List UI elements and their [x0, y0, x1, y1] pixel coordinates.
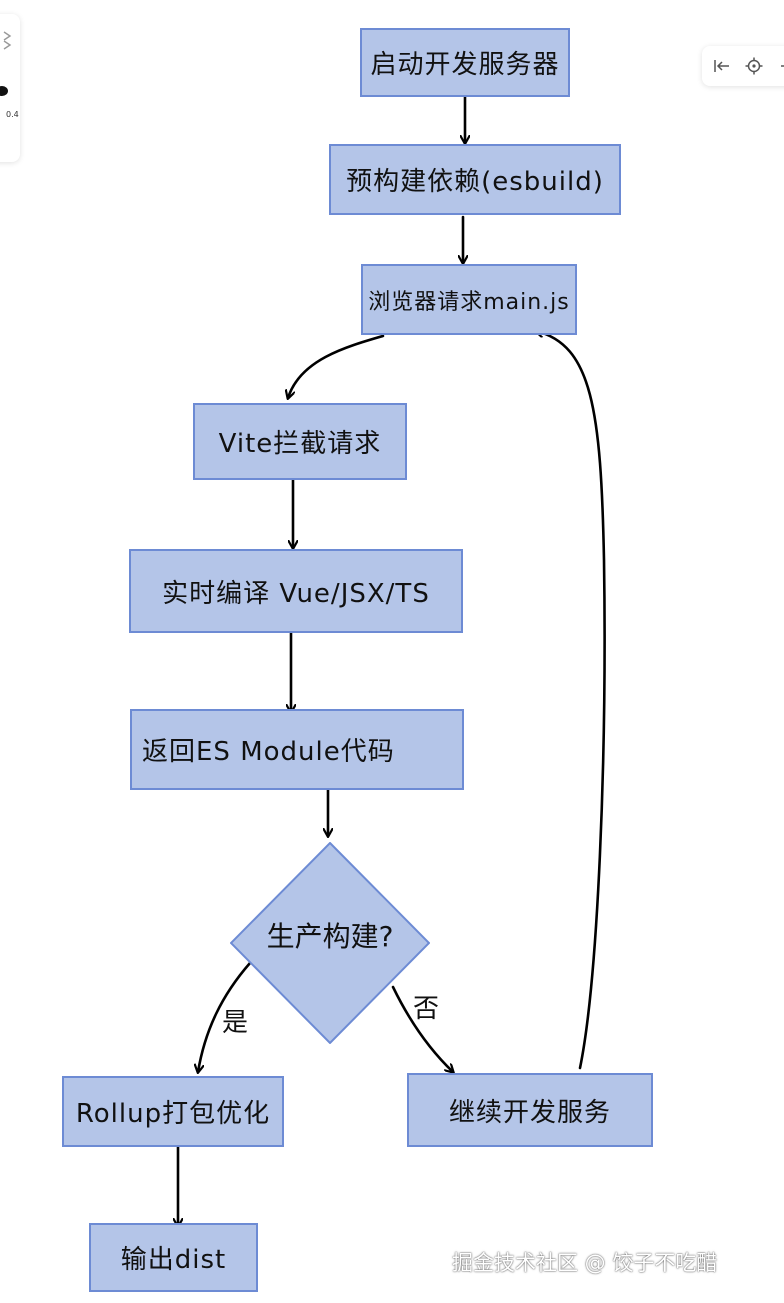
node-return-esm-label: 返回ES Module代码: [142, 737, 395, 767]
node-rollup-bundle-label: Rollup打包优化: [75, 1099, 271, 1129]
edge-decision-no: [391, 985, 453, 1072]
edge-label-no: 否: [413, 994, 440, 1024]
node-browser-request[interactable]: 浏览器请求main.js: [361, 264, 577, 335]
node-start-dev-server-label: 启动开发服务器: [370, 50, 560, 80]
node-prebuild-deps[interactable]: 预构建依赖(esbuild): [329, 144, 621, 215]
watermark: 掘金技术社区 @ 饺子不吃醋: [452, 1251, 718, 1275]
locate-icon[interactable]: [742, 54, 766, 78]
node-start-dev-server[interactable]: 启动开发服务器: [360, 28, 570, 97]
node-realtime-compile[interactable]: 实时编译 Vue/JSX/TS: [129, 549, 463, 633]
node-return-esm[interactable]: 返回ES Module代码: [130, 709, 464, 790]
node-prebuild-deps-label: 预构建依赖(esbuild): [346, 167, 604, 197]
edge-decision-yes: [198, 961, 252, 1072]
collapse-left-icon[interactable]: [710, 54, 734, 78]
node-continue-dev-label: 继续开发服务: [448, 1097, 611, 1128]
node-rollup-bundle[interactable]: Rollup打包优化: [62, 1076, 284, 1147]
edge-browser-to-vite: [288, 334, 385, 398]
edge-continue-to-browser: [536, 331, 606, 1070]
node-vite-intercept[interactable]: Vite拦截请求: [193, 403, 407, 480]
node-output-dist-label: 输出dist: [120, 1245, 227, 1275]
node-browser-request-label: 浏览器请求main.js: [368, 289, 570, 315]
zoom-value: 0.4: [6, 110, 19, 119]
node-vite-intercept-label: Vite拦截请求: [218, 429, 382, 459]
left-tool-panel[interactable]: 0.4: [0, 14, 20, 162]
decision-diamond[interactable]: [230, 842, 430, 1044]
node-output-dist[interactable]: 输出dist: [89, 1223, 258, 1292]
chevron-double-icon[interactable]: [2, 28, 14, 54]
node-realtime-compile-label: 实时编译 Vue/JSX/TS: [162, 578, 430, 609]
minus-icon[interactable]: [774, 54, 784, 78]
brush-dot-icon[interactable]: [0, 82, 10, 102]
node-continue-dev[interactable]: 继续开发服务: [407, 1073, 653, 1147]
view-toolbar[interactable]: [702, 46, 784, 86]
edge-label-yes: 是: [222, 1008, 249, 1038]
